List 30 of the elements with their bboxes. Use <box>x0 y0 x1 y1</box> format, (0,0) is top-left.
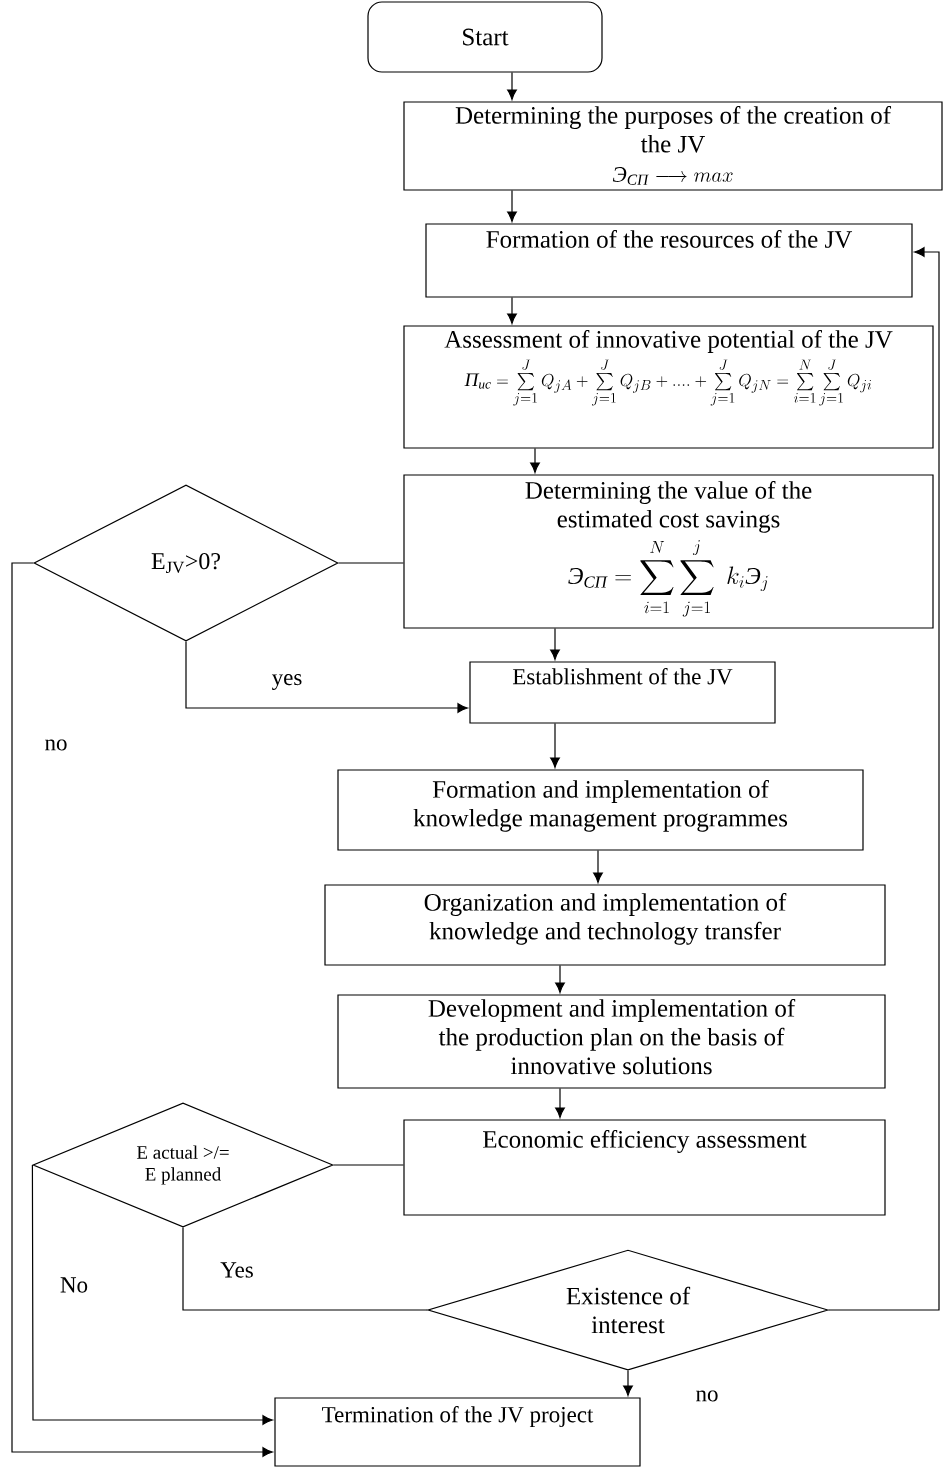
process-box: Determining the purposes of the creation of the JV $\text{\itshape Э}_{\text{\itshape СП}}\longrightarrow max$ <box>403 101 943 191</box>
arrow <box>550 628 560 660</box>
arrow <box>185 641 468 713</box>
arrow <box>11 562 273 1457</box>
arrow <box>555 965 565 993</box>
process-box: Determining the value of the estimated cost savings $\text{\itshape Э}_{\text{\itshape СП}}=\sum_{i=1}^{N}\sum_{j=1}^{j}\;k_{i}\text{\itshape Э}_{j}$ <box>403 474 934 629</box>
edge-label: no <box>42 737 70 753</box>
process-box: Organization and implementation of knowledge and technology transfer <box>324 884 886 966</box>
process-box: Development and implementation of the production plan on the basis of innovative solutions <box>337 994 886 1089</box>
arrow <box>507 190 517 222</box>
process-box: Establishment of the JV <box>469 661 776 724</box>
edge-label: yes <box>269 672 305 692</box>
start-box: Start <box>367 1 603 73</box>
process-box: Assessment of innovative potential of the JV $\text{\itshape П}_{\text{\itshape ис}}=\sum\limits_{j=1}^{J}Q_{jA}+\sum\limits_{j=1}^{J}Q_{jB}+....+\sum\limits_{j=1}^{J}Q_{jN}=\sum\limits_{i=1}^{N}\sum\limits_{j=1}^{J}Q_{ji}$ <box>403 325 934 449</box>
arrow <box>623 1370 633 1396</box>
process-box: Termination of the JV project <box>274 1397 641 1467</box>
arrow <box>555 1088 565 1118</box>
arrow <box>550 723 560 768</box>
arrow <box>507 297 517 324</box>
arrow <box>593 850 603 883</box>
process-box: Economic efficiency assessment <box>403 1119 886 1216</box>
edge-label: no <box>693 1388 721 1404</box>
process-box: Formation and implementation of knowledge management programmes <box>337 769 864 851</box>
edge-label: No <box>57 1275 91 1295</box>
process-box: Formation of the resources of the JV <box>425 223 913 298</box>
arrow <box>828 247 940 1311</box>
arrow <box>507 72 517 100</box>
arrow <box>31 1164 273 1425</box>
arrow <box>530 448 540 473</box>
edge-label: Yes <box>218 1260 256 1280</box>
